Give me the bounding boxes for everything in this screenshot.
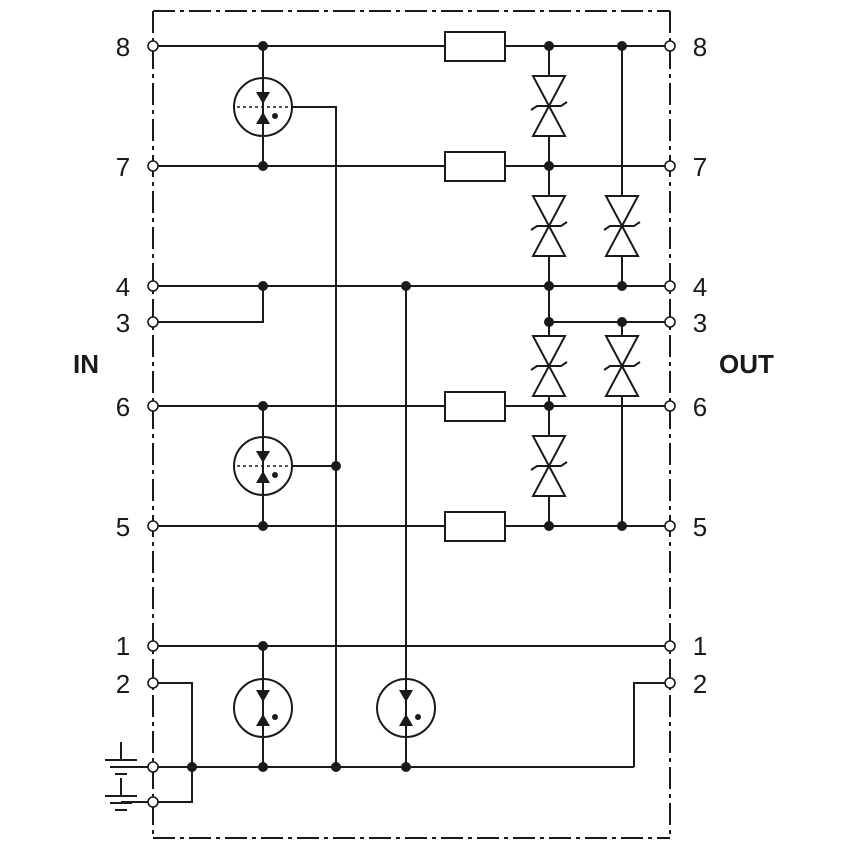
- pin-label-right-2: 2: [693, 669, 707, 699]
- terminals-left: [147, 40, 159, 808]
- gas-discharge-tube-icon: [233, 678, 436, 738]
- pin-label-right-6: 6: [693, 392, 707, 422]
- junction-dots: [187, 41, 627, 772]
- tvs-diode-icon: [530, 75, 641, 497]
- pin-label-right-7: 7: [693, 152, 707, 182]
- pin-label-left-3: 3: [116, 308, 130, 338]
- left-pin-labels: 8 7 4 3 6 5 1 2: [116, 32, 130, 699]
- right-pin-labels: 8 7 4 3 6 5 1 2: [693, 32, 707, 699]
- ground-icon: [105, 778, 153, 811]
- out-label: OUT: [719, 349, 774, 379]
- ground-icon: [105, 742, 153, 775]
- gas-discharge-tube-icon: [233, 77, 293, 496]
- pin-label-left-8: 8: [116, 32, 130, 62]
- pin-label-right-8: 8: [693, 32, 707, 62]
- pin-label-left-5: 5: [116, 512, 130, 542]
- pin-label-left-1: 1: [116, 631, 130, 661]
- wiring: [153, 45, 670, 803]
- in-label: IN: [73, 349, 99, 379]
- housing-frame: [152, 10, 671, 839]
- resistor-icon: [444, 31, 506, 542]
- terminals-right: [664, 40, 676, 689]
- pin-label-left-4: 4: [116, 272, 130, 302]
- pin-label-left-6: 6: [116, 392, 130, 422]
- pin-label-right-4: 4: [693, 272, 707, 302]
- pin-label-right-3: 3: [693, 308, 707, 338]
- pin-label-left-2: 2: [116, 669, 130, 699]
- pin-label-right-5: 5: [693, 512, 707, 542]
- pin-label-left-7: 7: [116, 152, 130, 182]
- pin-label-right-1: 1: [693, 631, 707, 661]
